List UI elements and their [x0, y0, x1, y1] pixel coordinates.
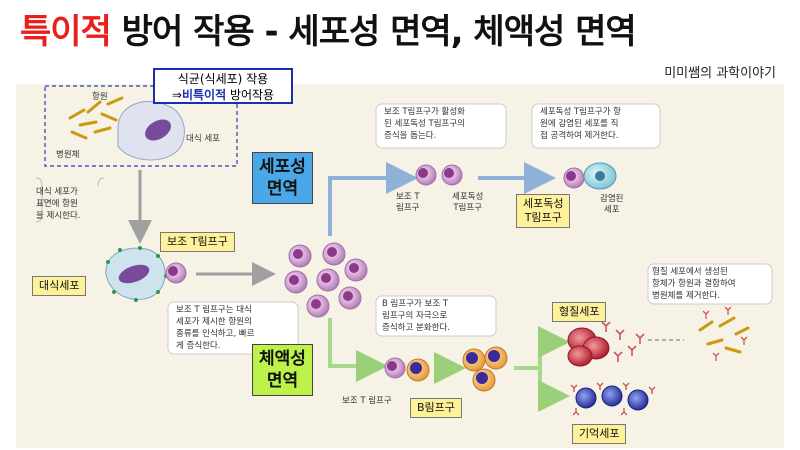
title-rest: 방어 작용 - 세포성 면역, 체액성 면역	[110, 12, 637, 52]
helper-assist-note: 보조 T림프구가 활성화 된 세포독성 T림프구의 증식을 돕는다.	[384, 107, 465, 141]
proliferating-helper-t-cluster	[284, 242, 368, 318]
arrow-humoral-path	[328, 318, 388, 382]
helper-t-note: 보조 T 림프구는 대식 세포가 제시한 항원의 종류를 인식하고, 빠르 게 …	[176, 305, 255, 351]
b-cell-box: B림프구	[410, 398, 462, 418]
helper-t-cell	[165, 262, 187, 284]
macrophage-box: 대식세포	[32, 276, 87, 296]
cellular-t-pair	[415, 164, 463, 186]
note-line2-rest: 방어작용	[226, 88, 275, 102]
note-brace-left	[35, 177, 47, 223]
arrow-cellular-path	[328, 162, 418, 236]
arrow-branch	[514, 340, 560, 398]
proliferating-b-cells	[462, 346, 508, 392]
cytotoxic-t-box: 세포독성 T림프구	[516, 194, 571, 228]
helper-top-bubble	[375, 103, 507, 149]
plasma-note: 형질 세포에서 생성된 항체가 항원과 결합하여 병원체를 제거한다.	[652, 267, 736, 301]
note-line1: 식균(식세포) 작용	[177, 72, 269, 86]
memory-cells	[570, 382, 656, 416]
plasma-cells	[567, 327, 610, 367]
note-arrow: ⇒	[171, 88, 182, 102]
humoral-t-b-pair	[384, 357, 430, 382]
present-antigen-note: 대식 세포가 표면에 항원 을 제시한다.	[36, 187, 81, 221]
plasma-note-bubble	[647, 263, 773, 305]
note-emphasis: 비특이적	[181, 88, 227, 102]
plasma-cell-box: 형질세포	[552, 302, 607, 322]
antigen-label: 항원	[92, 92, 108, 102]
pathogen-bacteria	[68, 96, 124, 140]
b-note-bubble	[375, 295, 497, 337]
helper-t-bottom-label: 보조 T 림프구	[342, 396, 392, 406]
memory-cell-box: 기억세포	[572, 424, 627, 444]
helper-t-small-label: 보조 T 림프구	[396, 192, 420, 213]
helper-t-box: 보조 T림프구	[160, 232, 235, 252]
macrophage-cell-top	[117, 100, 185, 161]
title-emphasis: 특이적	[20, 12, 112, 52]
phagocytosis-dashed-box	[44, 85, 238, 167]
phagocyte-label: 대식 세포	[186, 134, 220, 144]
nonspecific-defense-note: 식균(식세포) 작용 ⇒비특이적 방어작용	[153, 68, 293, 104]
antibodies	[601, 321, 645, 362]
pathogen-label: 병원체	[56, 150, 80, 160]
antibody-bound-pathogens	[698, 306, 750, 361]
cytotoxic-attacking-infected-cell	[563, 162, 617, 190]
infected-cell-label: 감염된 세포	[600, 194, 624, 215]
cytotoxic-small-label: 세포독성 T림프구	[452, 192, 484, 213]
cytotoxic-bubble	[531, 103, 661, 149]
antigen-presenting-macrophage	[105, 246, 168, 302]
b-cell-note: B 림프구가 보조 T 림프구의 자극으로 증식하고 분화한다.	[382, 299, 450, 333]
cytotoxic-note: 세포독성 T림프구가 항 원에 감염된 세포를 직 접 공격하여 제거한다.	[540, 107, 621, 141]
humoral-immunity-box: 체액성 면역	[252, 344, 313, 396]
cellular-immunity-box: 세포성 면역	[252, 152, 313, 204]
page-title: 특이적 방어 작용 - 세포성 면역, 체액성 면역	[20, 4, 637, 53]
note-brace-right	[97, 177, 105, 187]
helper-note-bubble	[167, 301, 299, 355]
note-line2: ⇒비특이적 방어작용	[159, 87, 287, 103]
author-credit: 미미쌤의 과학이야기	[664, 66, 776, 81]
